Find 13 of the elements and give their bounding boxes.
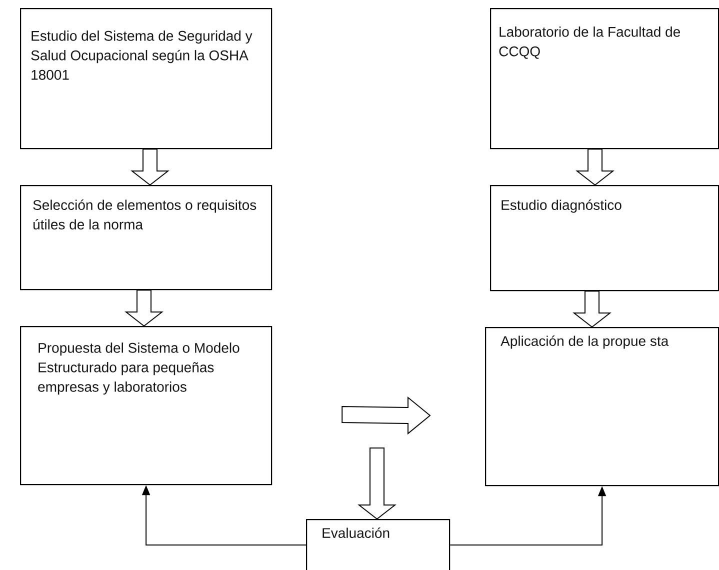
block-arrow — [342, 396, 431, 435]
process-box: Selección de elementos o requisitos útiles de la norma — [20, 185, 272, 290]
process-box: Evaluación — [306, 519, 450, 570]
block-arrow — [358, 448, 396, 520]
process-box: Estudio del Sistema de Seguridad y Salud Ocupacional según la OSHA 18001 — [20, 8, 272, 150]
block-arrow — [572, 290, 612, 328]
process-box: Laboratorio de la Facultad de CCQQ — [490, 8, 719, 150]
process-box: Aplicación de la propue sta — [485, 327, 719, 486]
process-box: Propuesta del Sistema o Modelo Estructurado para pequeñas empresas y laboratorios — [20, 326, 272, 486]
block-arrow — [576, 148, 614, 186]
block-arrow — [124, 290, 164, 327]
block-arrow — [130, 148, 170, 186]
process-box: Estudio diagnóstico — [490, 185, 719, 292]
